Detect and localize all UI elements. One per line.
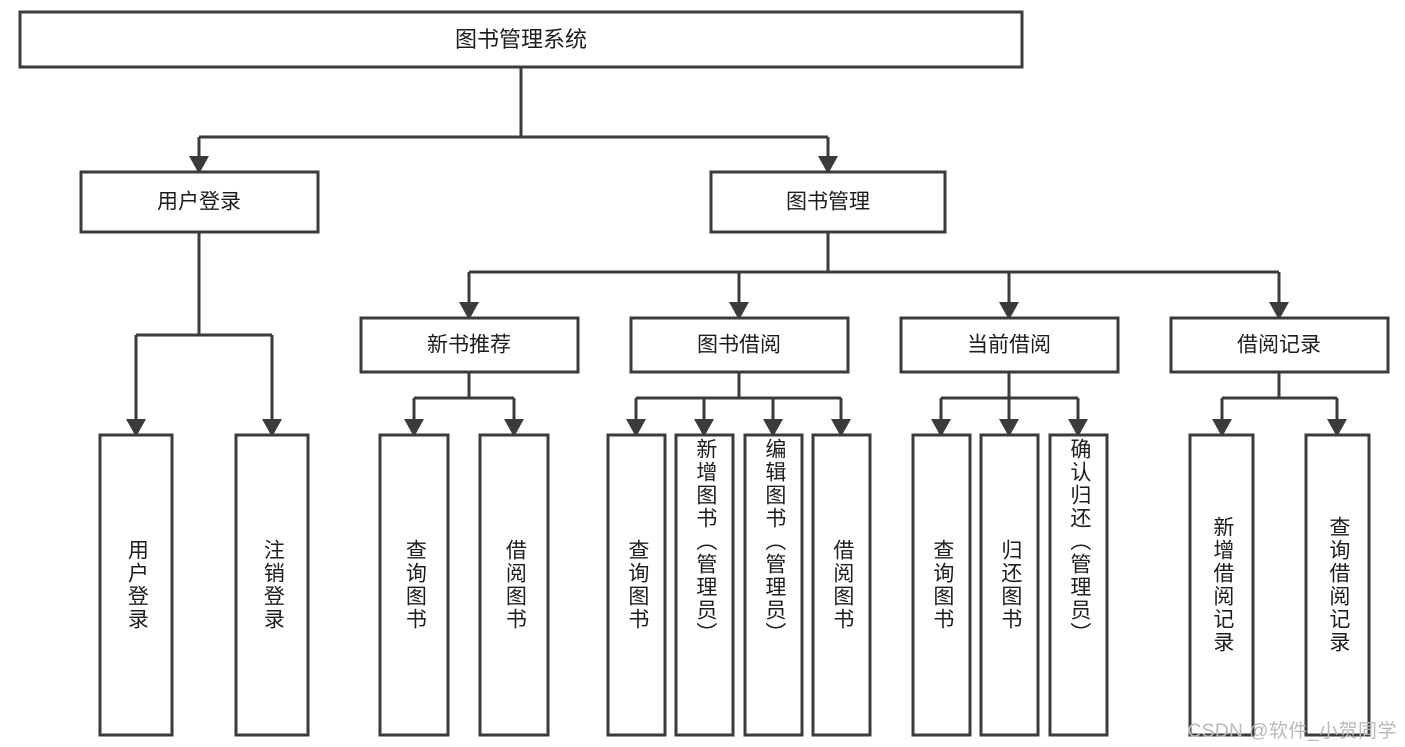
arrowhead-current [999, 302, 1019, 320]
arrowhead-bor-leaf-2 [694, 419, 714, 437]
node-label-group: 图书管理系统 用户登录 图书管理 新书推荐 图书借阅 当前借阅 借阅记录 [157, 27, 1321, 357]
node-root-label: 图书管理系统 [455, 27, 587, 52]
node-borrow-record-label: 借阅记录 [1237, 334, 1321, 357]
leaf-box-user-login-0[interactable] [98, 433, 174, 737]
node-book-manage-box[interactable] [709, 170, 947, 234]
leaf-box-recommend-1[interactable] [478, 433, 550, 737]
csdn-watermark: CSDN @软件_小贺同学 [1187, 721, 1397, 742]
arrowhead-user-login [189, 156, 209, 174]
leaf-box-record-1[interactable] [1304, 433, 1371, 737]
node-new-book-recommend-box[interactable] [359, 316, 580, 374]
node-user-login-label: 用户登录 [157, 191, 241, 214]
arrowhead-leaf-user-login [126, 419, 146, 437]
node-box-group [18, 10, 1390, 737]
leaf-box-borrow-0[interactable] [606, 433, 667, 737]
node-current-borrow-box[interactable] [899, 316, 1120, 374]
node-book-borrow-box[interactable] [629, 316, 850, 374]
arrowhead-borrow [729, 302, 749, 320]
arrowhead-rec-leaf-1 [404, 419, 424, 437]
arrowhead-book-manage [818, 156, 838, 174]
arrowhead-group [126, 156, 1347, 437]
leaf-box-borrow-2[interactable] [743, 433, 804, 737]
arrowhead-cur-leaf-3 [1068, 419, 1088, 437]
node-new-book-recommend-label: 新书推荐 [427, 334, 511, 357]
leaf-box-recommend-0[interactable] [378, 433, 450, 737]
arrowhead-bor-leaf-1 [626, 419, 646, 437]
arrowhead-rec2-leaf-1 [1212, 419, 1232, 437]
arrowhead-rec2-leaf-2 [1327, 419, 1347, 437]
node-book-borrow-label: 图书借阅 [697, 334, 781, 357]
node-user-login-box[interactable] [79, 170, 320, 234]
arrowhead-cur-leaf-1 [931, 419, 951, 437]
arrowhead-cur-leaf-2 [999, 419, 1019, 437]
connector-group [134, 67, 1339, 423]
leaf-box-current-2[interactable] [1048, 433, 1109, 737]
leaf-box-current-1[interactable] [979, 433, 1040, 737]
arrowhead-bor-leaf-3 [763, 419, 783, 437]
node-root-box[interactable] [18, 10, 1024, 69]
leaf-box-borrow-3[interactable] [811, 433, 872, 737]
leaf-box-record-0[interactable] [1188, 433, 1255, 737]
arrowhead-record [1269, 302, 1289, 320]
arrowhead-rec-leaf-2 [504, 419, 524, 437]
arrowhead-recommend [459, 302, 479, 320]
node-current-borrow-label: 当前借阅 [967, 334, 1051, 357]
arrowhead-bor-leaf-4 [831, 419, 851, 437]
node-borrow-record-box[interactable] [1169, 316, 1390, 374]
node-book-manage-label: 图书管理 [786, 191, 870, 214]
leaf-box-borrow-1[interactable] [674, 433, 735, 737]
leaf-box-user-login-1[interactable] [234, 433, 310, 737]
leaf-box-current-0[interactable] [911, 433, 972, 737]
arrowhead-leaf-logout [262, 419, 282, 437]
